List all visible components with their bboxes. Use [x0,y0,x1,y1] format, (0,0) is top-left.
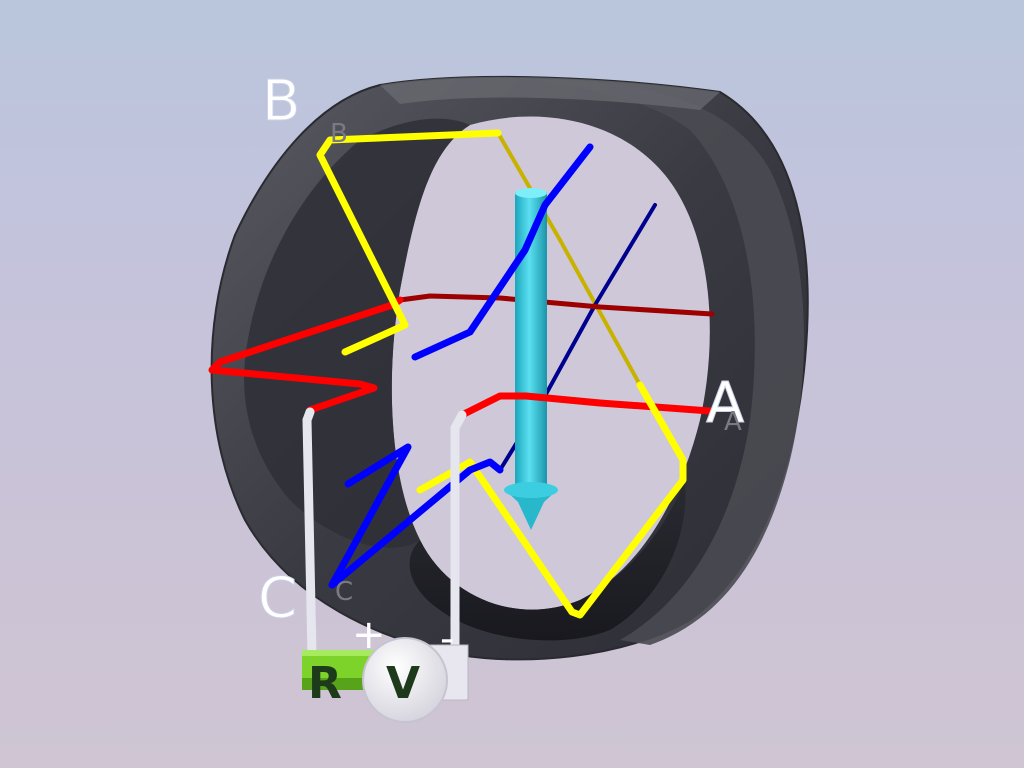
phase-c-wire [328,143,594,589]
lead-wire-a [450,410,467,655]
phase-label-a: A [706,371,744,436]
phase-label-b-shadow: B [330,119,348,149]
positive-terminal-sign: + [352,612,386,658]
phase-labels: B B A A C C [258,69,745,632]
front-windings [208,129,714,619]
negative-terminal-sign: - [440,616,454,662]
resistor-label: R [308,658,342,709]
phase-b-wire [316,129,687,619]
phase-label-c: C [258,566,297,631]
voltmeter-icon: V + - [352,612,469,723]
phase-a-back-wire [397,293,715,317]
phase-label-c-shadow: C [335,577,353,607]
voltmeter-label: V [386,658,420,709]
phase-label-b: B [262,69,300,134]
lead-wire-c [302,407,317,660]
phase-label-a-shadow: A [724,407,742,437]
phase-b-back-wire [496,131,642,387]
lead-wires [302,407,467,660]
stator-shell [210,75,809,661]
